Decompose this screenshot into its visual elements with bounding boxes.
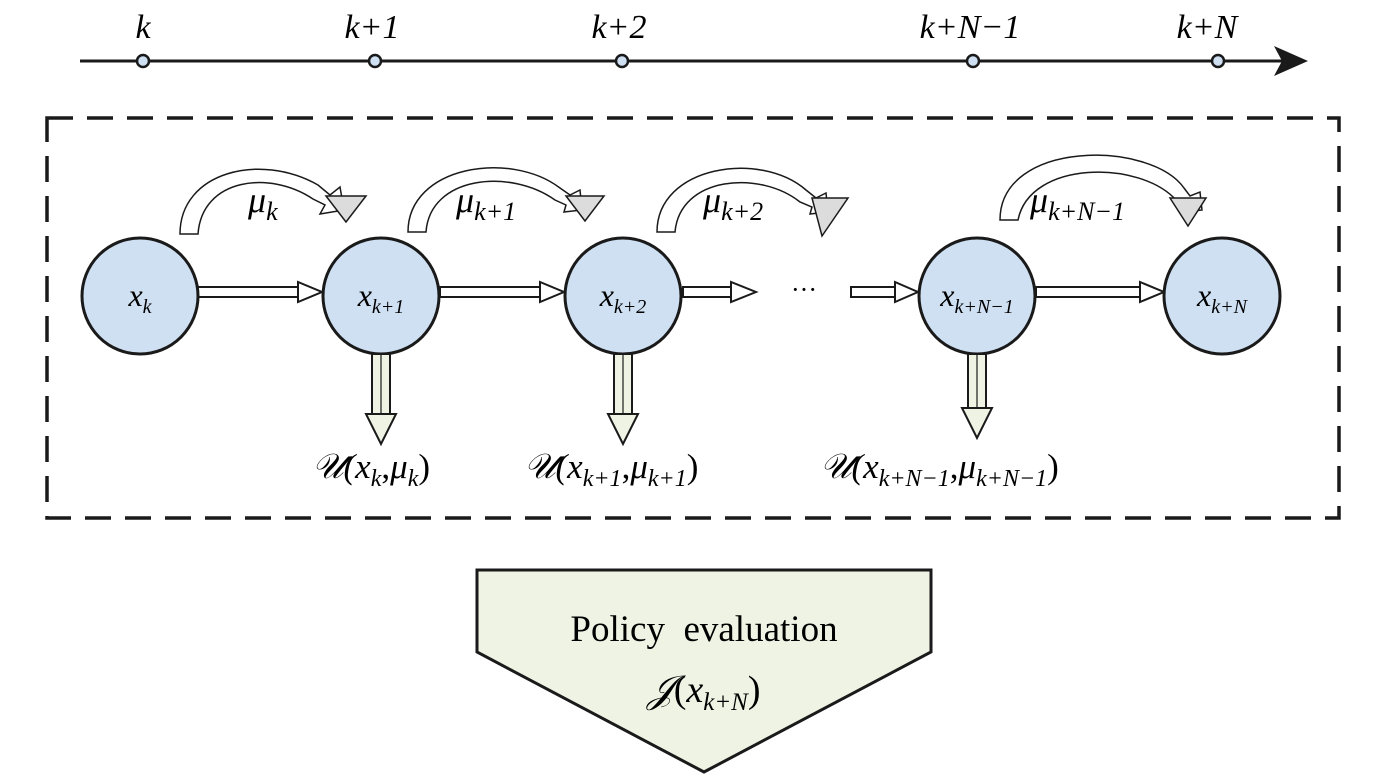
- timeline-arrowhead: [1274, 46, 1308, 76]
- cost-arrow-3: [960, 353, 994, 441]
- svg-text:xk+N: xk+N: [1196, 277, 1249, 318]
- policy-labels: μk μk+1 μk+2 μk+N−1: [247, 180, 1125, 226]
- transition-arrow-2: [439, 280, 567, 304]
- timeline-tick-k: [135, 53, 151, 69]
- policy-arrow-3: [656, 167, 850, 238]
- policy-evaluation-title: Policy evaluation: [570, 609, 837, 650]
- svg-text:xk+1: xk+1: [357, 277, 405, 318]
- policy-arrow-2: [407, 167, 606, 233]
- ellipsis: ···: [791, 275, 817, 304]
- policy-label-k-plus-2: μk+2: [702, 180, 763, 226]
- stage-cost-1: 𝒰(xk,μk): [312, 447, 430, 492]
- stage-cost-2: 𝒰(xk+1,μk+1): [524, 447, 698, 492]
- timeline-label-k: k: [135, 9, 151, 46]
- timeline-label-k-plus-2: k+2: [591, 9, 646, 46]
- timeline-tick-k-plus-2: [614, 53, 630, 69]
- policy-label-k-plus-n-minus-1: μk+N−1: [1029, 180, 1125, 226]
- state-node-k-plus-n: xk+N: [1162, 236, 1282, 356]
- state-node-k: xk: [80, 236, 200, 356]
- state-node-k-plus-2: xk+2: [563, 236, 683, 356]
- cost-arrow-1: [364, 353, 398, 447]
- terminal-cost: 𝒥(xk+N): [645, 669, 760, 716]
- state-node-k-plus-1: xk+1: [321, 236, 441, 356]
- policy-arrow-4: [999, 154, 1208, 228]
- timeline: k k+1 k+2 k+N−1 k+N: [80, 9, 1308, 76]
- stage-cost-3: 𝒰(xk+N−1,μk+N−1): [820, 447, 1059, 492]
- cost-arrow-2: [606, 353, 640, 447]
- cost-arrows: [364, 353, 994, 447]
- timeline-label-k-plus-n: k+N: [1177, 9, 1240, 46]
- svg-text:xk+2: xk+2: [599, 277, 647, 318]
- policy-evaluation-block: Policy evaluation 𝒥(xk+N): [475, 568, 933, 774]
- transition-arrow-1: [197, 280, 325, 304]
- timeline-label-k-plus-1: k+1: [344, 9, 399, 46]
- transition-arrow-5: [1035, 280, 1167, 304]
- transition-arrows: [197, 280, 1167, 304]
- timeline-label-k-plus-n-minus-1: k+N−1: [920, 9, 1021, 46]
- timeline-tick-k-plus-1: [367, 53, 383, 69]
- state-node-k-plus-n-minus-1: xk+N−1: [917, 236, 1037, 356]
- prediction-horizon-box: [45, 116, 1341, 520]
- svg-text:xk+N−1: xk+N−1: [939, 277, 1013, 318]
- timeline-tick-k-plus-n: [1210, 53, 1226, 69]
- policy-arrows: [179, 154, 1208, 238]
- transition-arrow-4: [850, 280, 921, 304]
- policy-arrow-1: [179, 168, 368, 235]
- policy-label-k: μk: [247, 180, 278, 226]
- transition-arrow-3: [682, 280, 759, 304]
- svg-text:xk: xk: [127, 277, 152, 318]
- timeline-tick-k-plus-n-minus-1: [965, 53, 981, 69]
- stage-cost-labels: 𝒰(xk,μk) 𝒰(xk+1,μk+1) 𝒰(xk+N−1,μk+N−1): [312, 447, 1059, 492]
- policy-evaluation-shape: [475, 568, 933, 774]
- policy-label-k-plus-1: μk+1: [455, 180, 516, 226]
